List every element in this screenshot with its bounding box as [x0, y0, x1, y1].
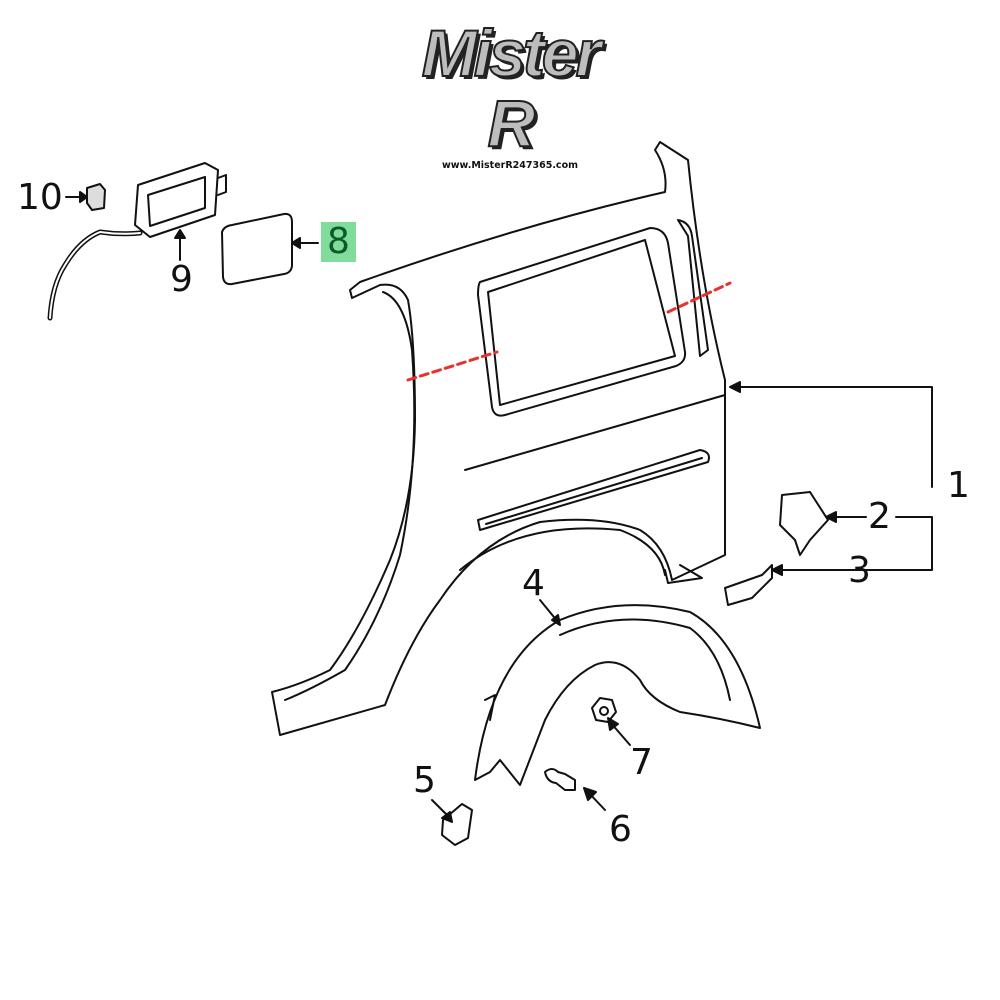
callout-7: 7 — [630, 742, 653, 783]
bracket-part — [779, 491, 829, 556]
cut-lines — [406, 281, 732, 382]
screw-part — [544, 768, 576, 791]
nut-part — [591, 697, 617, 723]
callout-9: 9 — [170, 259, 193, 300]
callout-10: 10 — [17, 177, 63, 218]
bracket-small-part — [724, 564, 773, 606]
callout-8-highlighted[interactable]: 8 — [321, 222, 356, 262]
brand-logo: Mister R www.MisterR247365.com — [395, 16, 625, 171]
callout-3: 3 — [848, 550, 871, 591]
cut-line-left — [406, 350, 499, 382]
wheel-liner — [474, 604, 761, 786]
callout-1: 1 — [947, 465, 970, 506]
fuel-door-housing — [47, 162, 227, 321]
logo-text: Mister R — [421, 16, 602, 160]
clip-nut-part — [441, 803, 473, 846]
callout-6: 6 — [609, 809, 632, 850]
cut-line-right — [666, 281, 732, 314]
callout-2: 2 — [868, 496, 891, 537]
callout-4: 4 — [522, 563, 545, 604]
clip-part — [86, 183, 106, 211]
quarter-panel — [271, 141, 726, 736]
logo-url: www.MisterR247365.com — [441, 160, 578, 171]
fuel-door — [221, 212, 293, 286]
leader-lines — [65, 191, 933, 823]
callout-5: 5 — [413, 760, 436, 801]
